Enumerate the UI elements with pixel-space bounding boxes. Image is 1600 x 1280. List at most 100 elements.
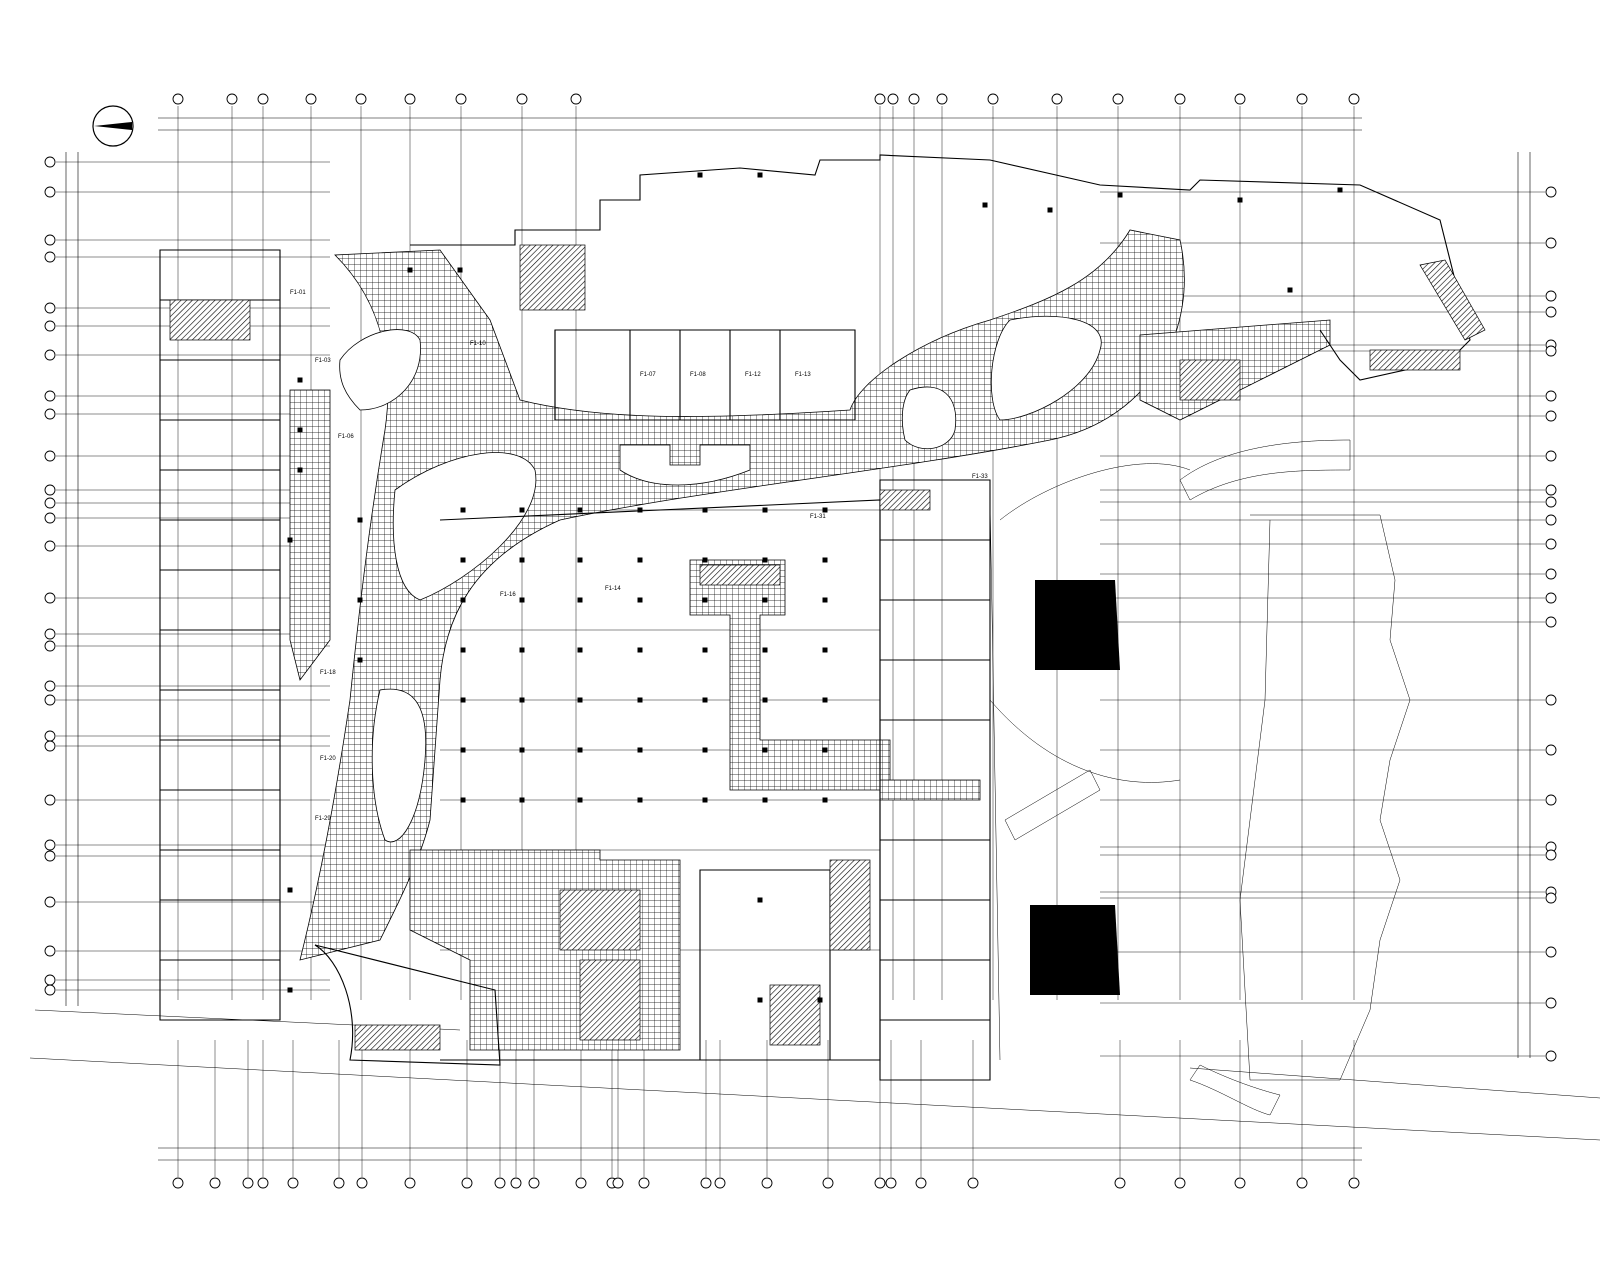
axis-bubble <box>887 93 899 105</box>
axis-bubble <box>455 93 467 105</box>
axis-bubble <box>44 984 56 996</box>
column-marker <box>762 557 768 563</box>
axis-bubble <box>44 694 56 706</box>
axis-bubble <box>172 93 184 105</box>
plaza-voids <box>339 315 1102 843</box>
axis-bubble <box>44 497 56 509</box>
column-marker <box>1237 197 1243 203</box>
column-marker <box>287 887 293 893</box>
axis-bubble <box>44 540 56 552</box>
axis-bubble <box>1545 306 1557 318</box>
room-label: F1-07 <box>640 372 656 378</box>
column-marker <box>577 647 583 653</box>
column-marker <box>460 507 466 513</box>
column-marker <box>297 427 303 433</box>
column-marker <box>519 697 525 703</box>
room-label: F1-01 <box>290 290 306 296</box>
axis-bubble <box>1545 568 1557 580</box>
column-marker <box>460 557 466 563</box>
room-label: F1-03 <box>315 358 331 364</box>
axis-bubble <box>44 794 56 806</box>
column-marker <box>460 797 466 803</box>
axis-bubble <box>908 93 920 105</box>
axis-bubble <box>1296 93 1308 105</box>
axis-bubble <box>333 1177 345 1189</box>
axis-bubble <box>570 93 582 105</box>
axis-bubble <box>209 1177 221 1189</box>
column-marker <box>822 597 828 603</box>
room-label: F1-06 <box>338 434 354 440</box>
column-marker <box>519 747 525 753</box>
axis-bubble <box>226 93 238 105</box>
axis-bubble <box>1348 93 1360 105</box>
column-marker <box>577 697 583 703</box>
axis-bubble <box>1545 794 1557 806</box>
axis-bubble <box>44 945 56 957</box>
column-marker <box>460 697 466 703</box>
axis-bubble <box>461 1177 473 1189</box>
column-marker <box>702 647 708 653</box>
axis-bubble <box>44 730 56 742</box>
column-marker <box>577 797 583 803</box>
axis-bubble <box>44 512 56 524</box>
axis-bubble <box>874 93 886 105</box>
axis-bubble <box>44 320 56 332</box>
axis-bubble <box>822 1177 834 1189</box>
dimension-lines <box>65 117 1531 1161</box>
column-marker <box>702 557 708 563</box>
column-marker <box>519 557 525 563</box>
column-marker <box>697 172 703 178</box>
column-marker <box>702 597 708 603</box>
column-marker <box>762 797 768 803</box>
axis-bubble <box>1545 997 1557 1009</box>
axis-bubble <box>987 93 999 105</box>
axis-bubble <box>1545 484 1557 496</box>
column-marker <box>577 597 583 603</box>
axis-bubble <box>44 234 56 246</box>
axis-bubble <box>287 1177 299 1189</box>
column-marker <box>637 647 643 653</box>
axis-bubble <box>1114 1177 1126 1189</box>
column-marker <box>822 557 828 563</box>
column-marker <box>297 377 303 383</box>
axis-bubble <box>761 1177 773 1189</box>
column-marker <box>357 517 363 523</box>
axis-bubble <box>516 93 528 105</box>
column-marker <box>637 507 643 513</box>
column-marker <box>457 267 463 273</box>
column-marker <box>637 797 643 803</box>
axis-bubble <box>44 484 56 496</box>
room-label: F1-08 <box>690 372 706 378</box>
axis-bubble <box>404 93 416 105</box>
column-marker <box>822 697 828 703</box>
column-marker <box>762 747 768 753</box>
axis-bubble <box>44 680 56 692</box>
axis-bubble <box>494 1177 506 1189</box>
column-marker <box>757 897 763 903</box>
axis-bubble <box>305 93 317 105</box>
axis-bubble <box>1545 592 1557 604</box>
room-label: F1-12 <box>745 372 761 378</box>
column-marker <box>702 507 708 513</box>
axis-bubble <box>44 640 56 652</box>
column-marker <box>757 172 763 178</box>
axis-bubble <box>44 628 56 640</box>
column-marker <box>637 747 643 753</box>
column-marker <box>702 797 708 803</box>
column-marker <box>460 597 466 603</box>
axis-bubble <box>1051 93 1063 105</box>
column-marker <box>519 647 525 653</box>
axis-bubble <box>44 349 56 361</box>
axis-bubble <box>714 1177 726 1189</box>
axis-bubble <box>1234 93 1246 105</box>
axis-bubble <box>1112 93 1124 105</box>
axis-bubble <box>44 592 56 604</box>
paving-plaza <box>289 229 1331 1051</box>
axis-bubble <box>404 1177 416 1189</box>
axis-bubble <box>936 93 948 105</box>
axis-bubble <box>355 93 367 105</box>
axis-bubble <box>967 1177 979 1189</box>
axis-bubble <box>242 1177 254 1189</box>
column-marker <box>822 647 828 653</box>
